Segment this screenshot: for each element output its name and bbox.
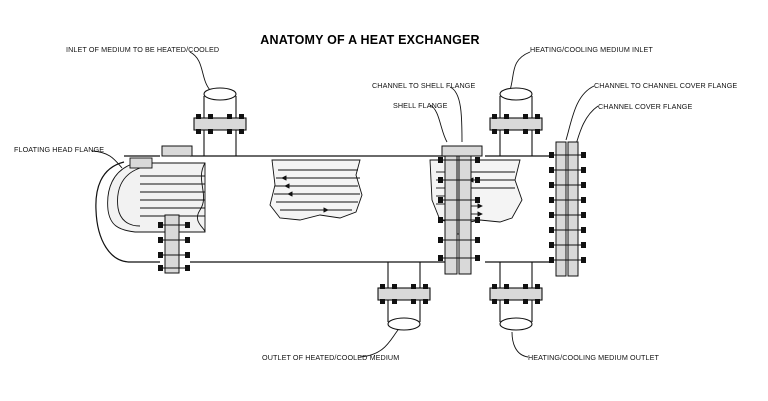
inlet-nozzle <box>193 87 247 156</box>
floating-head-flange-bolts <box>158 222 190 271</box>
leader-channel-to-shell-flange <box>449 86 463 143</box>
label-channel-to-channel-cover-flange: CHANNEL TO CHANNEL COVER FLANGE <box>594 81 738 90</box>
leader-floating-head-flange <box>91 150 123 169</box>
floating-head-cutaway <box>107 157 206 233</box>
leader-outlet-medium <box>359 329 399 358</box>
label-channel-to-shell-flange: CHANNEL TO SHELL FLANGE <box>372 81 476 90</box>
channel-cover-flange-bolts <box>549 152 586 263</box>
channel-cover-flange <box>550 141 585 277</box>
label-outlet-medium: OUTLET OF HEATED/COOLED MEDIUM <box>262 353 400 362</box>
heating-inlet-nozzle-bolts <box>492 114 540 134</box>
shell-flange <box>440 147 478 275</box>
leader-heating-inlet <box>509 51 531 91</box>
label-heating-inlet: HEATING/COOLING MEDIUM INLET <box>530 45 653 54</box>
heating-inlet-nozzle <box>489 87 543 156</box>
label-inlet-medium: INLET OF MEDIUM TO BE HEATED/COOLED <box>66 45 220 54</box>
label-channel-cover-flange: CHANNEL COVER FLANGE <box>598 102 693 111</box>
leader-shell-flange <box>429 104 448 143</box>
tube-bundle-cutaway <box>269 159 363 221</box>
shell-body <box>95 155 552 263</box>
heating-outlet-nozzle-bolts <box>492 284 540 304</box>
leader-inlet-medium <box>189 51 211 91</box>
leader-heating-outlet <box>511 331 529 358</box>
leader-channel-to-channel-cover-flange <box>565 85 595 141</box>
outlet-nozzle-bolts <box>380 284 428 304</box>
shell-flange-bolts <box>438 157 480 261</box>
outlet-nozzle <box>377 262 431 331</box>
label-heating-outlet: HEATING/COOLING MEDIUM OUTLET <box>528 353 659 362</box>
label-shell-flange: SHELL FLANGE <box>393 101 448 110</box>
diagram-title: ANATOMY OF A HEAT EXCHANGER <box>260 33 480 47</box>
heating-outlet-nozzle <box>489 262 543 331</box>
inlet-nozzle-bolts <box>196 114 244 134</box>
label-floating-head-flange: FLOATING HEAD FLANGE <box>14 145 105 154</box>
channel-to-shell-top-flange <box>161 145 483 157</box>
leader-lines <box>91 51 599 358</box>
